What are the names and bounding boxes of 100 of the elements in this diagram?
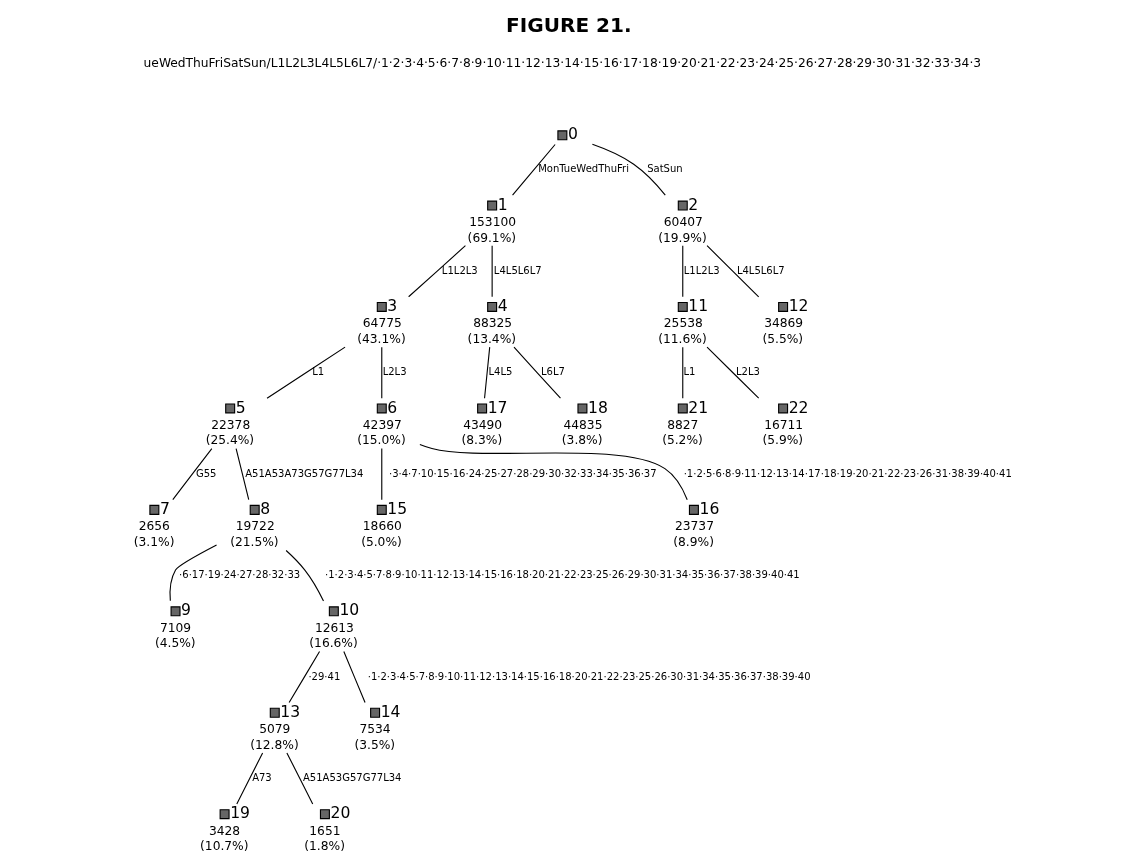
node-label: 14 [380,702,400,721]
node-label: 22 [788,398,809,417]
edge-label: MonTueWedThuFri [537,163,629,175]
connector [706,346,759,399]
node-label: 64775 [362,316,402,331]
edge-label: L2L3 [735,366,760,378]
node-label: 23737 [674,519,714,534]
connector [266,346,346,399]
node-label: (5.0%) [360,534,402,549]
label: ueWedThuFriSatSun/L1L2L3L4L5L6L7/·1·2·3·4·5·6·7·8·9·10·11·12·13·14·15·16·17·18·19·20·21·22·23·24·25·26·27·28·29·30·31·32·33·34·3 [143,56,981,71]
node-label: (15.0%) [356,433,406,448]
node-label: 19722 [235,519,275,534]
node-label: 60407 [663,214,703,229]
node-label: (43.1%) [356,331,406,346]
node-label: (16.6%) [308,636,358,651]
connector [681,346,683,399]
edge-label: ·3·4·7·10·15·16·24·25·27·28·29·30·32·33·34·35·36·37 [388,467,657,479]
node-label: (8.3%) [460,433,502,448]
edge-label: L4L5L6L7 [736,264,785,276]
node-label: (4.5%) [154,636,196,651]
edge-label: L6L7 [540,366,565,378]
connector [342,650,366,704]
node-label: 19 [229,804,250,823]
node-label: (5.9%) [761,433,803,448]
node-label: 8827 [666,417,698,432]
connector [288,650,320,704]
connector [171,448,212,501]
node-label: 13 [279,702,300,721]
connector [483,346,490,399]
edge-label: A73 [251,771,272,783]
node-label: 22378 [210,417,250,432]
node-label: (5.2%) [661,433,703,448]
connector [380,346,382,399]
connector [491,245,493,298]
node-label: (19.9%) [657,230,707,245]
connector [511,143,556,196]
connector [235,448,249,501]
connector [706,245,759,298]
connector [418,443,688,501]
edge-label: L1L2L3 [683,264,720,276]
node-label: 16 [698,499,719,518]
edge-label: A51A53A73G57G77L34 [244,467,363,479]
node-label: (11.6%) [657,331,707,346]
node-label: 7534 [358,722,391,737]
connector [591,143,666,196]
edge-label: ·1·2·5·6·8·9·11·12·13·14·17·18·19·20·21·22·23·26·31·38·39·40·41 [683,467,1012,479]
edge-label: L1L2L3 [441,264,478,276]
edge-label: ·29·41 [307,670,340,682]
edge-label: ·1·2·3·4·5·7·8·9·10·11·12·13·14·15·16·18·20·21·22·23·25·26·29·30·31·34·35·36·37·38·39·40·41 [324,569,800,581]
node-label: 25538 [663,316,703,331]
node-label: 44835 [562,417,602,432]
edge-label: L2L3 [382,366,407,378]
node-label: (3.5%) [353,737,395,752]
node-label: 12613 [314,620,354,635]
connector [407,245,466,298]
node-label: 2656 [138,519,170,534]
node-label: 42397 [362,417,402,432]
node-label: 15 [386,499,407,518]
node-label: (3.1%) [133,534,174,549]
node-label: 12 [788,297,809,316]
node-label: (3.8%) [561,433,602,448]
connector [285,549,324,602]
connector [285,752,313,805]
node-label: 21 [687,398,708,417]
edge-label: L4L5L6L7 [493,264,542,276]
node-label: (10.7%) [199,839,249,854]
edge-label: SatSun [646,163,683,175]
node-label: 1651 [308,823,340,838]
edge-label: A51A53G57G77L34 [302,771,401,783]
node-label: (5.5%) [761,331,803,346]
node-label: 18 [587,398,608,417]
connector [168,544,217,602]
node-label: 0 [567,125,578,144]
node-label: 18660 [362,519,402,534]
connector [512,346,561,399]
node-label: (12.8%) [249,737,299,752]
node-label: (25.4%) [205,433,254,448]
node-label: 10 [338,601,359,620]
node-label: (8.9%) [672,534,714,549]
node-label: (13.4%) [467,331,516,346]
edge-label: L4L5 [488,366,512,378]
node-label: 34869 [763,316,803,331]
node-label: 1 [497,195,508,214]
node-label: 43490 [462,417,502,432]
connector [681,245,683,298]
node-label: 17 [487,398,508,417]
edge-label: ·1·2·3·4·5·7·8·9·10·11·12·13·14·15·16·18·20·21·22·23·25·26·30·31·34·35·36·37·38·39·40 [367,670,811,682]
node-label: 8 [259,499,270,518]
node-label: (1.8%) [303,839,345,854]
node-label: 20 [330,804,350,823]
node-label: 3428 [208,823,240,838]
connector [235,752,263,805]
node-label: 153100 [468,214,516,229]
edge-label: ·6·17·19·24·27·28·32·33 [178,569,300,581]
node-label: 7109 [159,620,191,635]
node-label: 6 [386,398,397,417]
edge-label: L1 [311,366,324,378]
node-label: 88325 [472,316,512,331]
edge-label: G55 [195,467,216,479]
node-label: 11 [687,297,708,316]
